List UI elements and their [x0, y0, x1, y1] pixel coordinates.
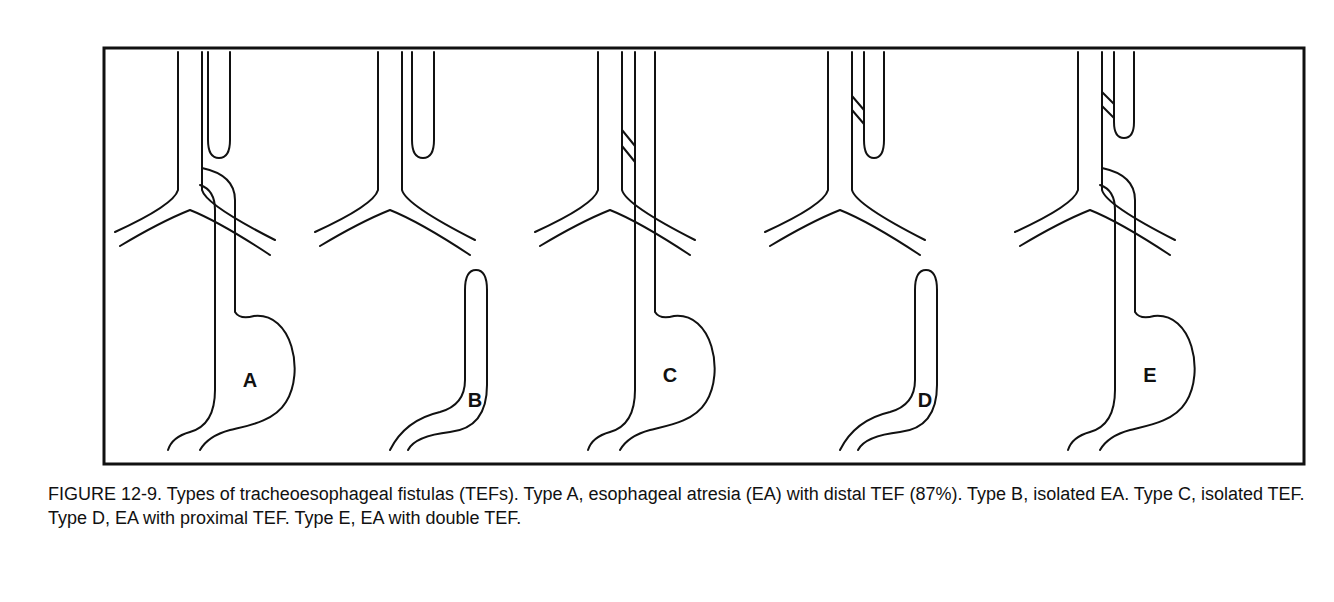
fistula	[1102, 106, 1114, 118]
panel-letter: E	[1143, 364, 1156, 386]
carina	[1020, 210, 1170, 255]
fistula	[622, 130, 635, 146]
esophagus-wall	[1068, 185, 1115, 450]
stomach-wall	[620, 52, 715, 450]
trachea-wall	[202, 52, 275, 240]
figure-caption: FIGURE 12-9. Types of tracheoesophageal …	[48, 482, 1310, 530]
fistula	[852, 96, 864, 110]
panel-letter: A	[243, 369, 257, 391]
type-b-drawing	[315, 52, 487, 450]
trachea-wall	[1102, 52, 1175, 240]
carina	[770, 210, 920, 255]
trachea-wall	[402, 52, 475, 240]
type-e-drawing	[1015, 52, 1195, 450]
upper-pouch	[864, 52, 884, 158]
carina	[540, 210, 690, 255]
fistula	[622, 146, 635, 162]
esophagus-wall	[588, 52, 635, 450]
stomach-wall	[1100, 168, 1195, 450]
panel-letter: B	[468, 389, 482, 411]
lower-pouch	[408, 290, 487, 450]
fistula	[1102, 92, 1114, 104]
panel-letter: D	[918, 389, 932, 411]
lower-pouch	[840, 270, 937, 450]
trachea-wall	[1015, 52, 1078, 232]
panel-letter: C	[663, 364, 677, 386]
type-a-drawing	[115, 52, 295, 450]
trachea-wall	[622, 52, 695, 240]
type-d-drawing	[765, 52, 937, 450]
lower-pouch	[390, 270, 487, 450]
carina	[120, 210, 270, 255]
upper-pouch	[1114, 52, 1134, 138]
stomach-wall	[200, 168, 295, 450]
trachea-wall	[852, 52, 925, 240]
figure-frame	[104, 48, 1304, 464]
type-c-drawing	[535, 52, 715, 450]
esophagus-wall	[168, 185, 215, 450]
carina	[320, 210, 470, 255]
upper-pouch	[412, 52, 434, 158]
trachea-wall	[315, 52, 378, 232]
upper-pouch	[208, 52, 230, 158]
trachea-wall	[115, 52, 178, 232]
lower-pouch	[858, 290, 937, 450]
trachea-wall	[535, 52, 598, 232]
trachea-wall	[765, 52, 828, 232]
fistula	[852, 110, 864, 124]
